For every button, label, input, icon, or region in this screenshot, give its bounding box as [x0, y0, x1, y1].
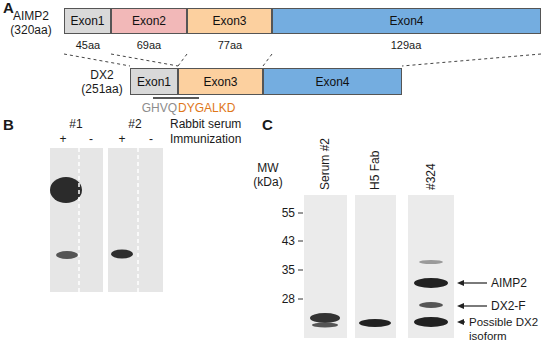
exon-box: Exon4 [263, 68, 402, 95]
exon-label: Exon4 [389, 14, 423, 28]
dashed-line [178, 54, 187, 66]
blot-band [414, 317, 448, 327]
dashed-line [111, 54, 178, 66]
dashed-line [402, 54, 541, 66]
band-label: Possible DX2 isoform [469, 315, 547, 343]
exon-box: Exon1 [64, 8, 111, 34]
arrow-head [457, 280, 464, 286]
lane-label: H5 Fab [368, 151, 382, 190]
exon-label: Exon3 [203, 75, 237, 89]
panel-letter: B [3, 118, 14, 132]
blot-band [310, 313, 340, 323]
band-label: AIMP2 [491, 276, 527, 290]
blot-band [50, 177, 82, 203]
sequence-text: DYGALKD [178, 101, 235, 115]
lane-sign: - [149, 132, 153, 146]
exon-label: Exon4 [315, 75, 349, 89]
panel-letter: C [262, 118, 273, 132]
marker-value: 28 [282, 292, 295, 306]
protein-name: DX2 (251aa) [77, 68, 127, 96]
blot-band [414, 278, 448, 288]
blot-lane [355, 195, 396, 338]
western-blot-c [298, 195, 487, 338]
lane-sign: - [89, 132, 93, 146]
lane-label: Serum #2 [318, 138, 332, 190]
exon-box: Exon3 [178, 68, 263, 95]
dashed-line [263, 54, 272, 66]
length-label: 69aa [137, 38, 161, 52]
protein-name: AIMP2 (320aa) [5, 9, 57, 37]
dashed-line [64, 54, 130, 66]
arrow-head [457, 303, 464, 309]
lane-sign: + [118, 132, 125, 146]
tick [298, 241, 303, 242]
sample-label: #1 [69, 117, 82, 131]
blot-band [419, 302, 443, 308]
exon-label: Exon3 [212, 14, 246, 28]
length-label: 77aa [218, 38, 242, 52]
exon-mapping-lines [64, 54, 541, 66]
marker-value: 55 [282, 206, 295, 220]
exon-label: Exon1 [137, 75, 171, 89]
arrow-head [457, 319, 464, 325]
lane-divider [137, 148, 139, 292]
arrow-line [462, 282, 487, 283]
length-label: 129aa [391, 38, 422, 52]
lane-sign: + [59, 132, 66, 146]
exon-box: Exon4 [272, 8, 541, 34]
western-blot-b [50, 148, 163, 292]
blot-membrane [50, 148, 103, 292]
lane-divider [78, 148, 80, 292]
blot-band [56, 251, 78, 259]
axis-label: MW (kDa) [247, 161, 289, 189]
marker-ticks [298, 213, 303, 299]
row-label: Rabbit serum [170, 117, 241, 131]
blot-band [419, 260, 443, 264]
exon-label: Exon1 [70, 14, 104, 28]
blot-lane [304, 195, 347, 338]
arrow-line [462, 305, 487, 306]
exon-box: Exon2 [111, 8, 187, 34]
sample-label: #2 [128, 117, 141, 131]
blot-lane [408, 195, 454, 338]
junction-underline [153, 97, 199, 99]
tick [298, 299, 303, 300]
panel-letter: A [3, 1, 14, 15]
blot-band [111, 250, 133, 259]
exon-box: Exon1 [130, 68, 178, 95]
lane-label: #324 [424, 163, 438, 190]
sequence-text: GHVQ [142, 101, 177, 115]
marker-value: 35 [282, 263, 295, 277]
marker-value: 43 [282, 234, 295, 248]
blot-band [312, 323, 338, 328]
length-label: 45aa [76, 38, 100, 52]
tick [298, 213, 303, 214]
exon-label: Exon2 [132, 14, 166, 28]
band-label: DX2-F [491, 299, 526, 313]
row-label: Immunization [170, 132, 241, 146]
tick [298, 270, 303, 271]
blot-band [359, 319, 391, 327]
exon-box: Exon3 [187, 8, 272, 34]
blot-membrane [108, 148, 163, 292]
